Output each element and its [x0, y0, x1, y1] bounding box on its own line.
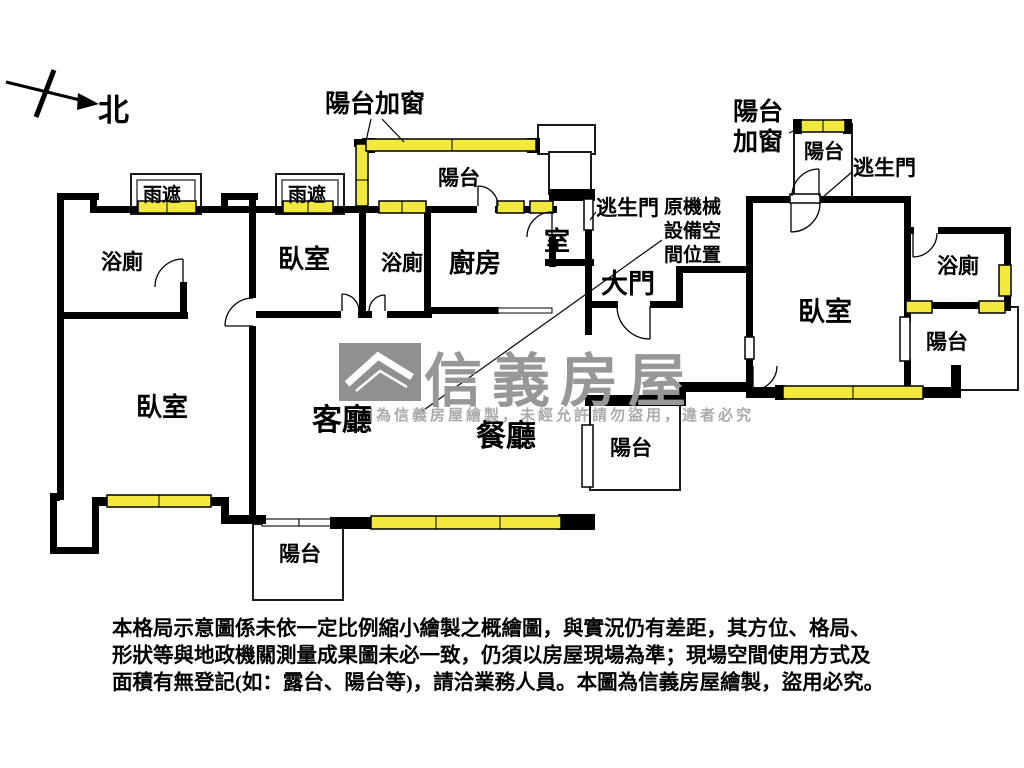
mech-space-label: 原機械 設備空 間位置	[664, 197, 722, 266]
disclaimer-line-3: 面積有無登記(如：露台、陽台等)，請洽業務人員。本圖為信義房屋繪製，盜用必究。	[112, 672, 885, 694]
balcony-top-label: 陽台	[438, 166, 480, 190]
watermark-brand-text: 信義房屋	[424, 349, 697, 414]
escape-door-center-label: 逃生門	[596, 196, 659, 220]
sinyi-logo-icon	[339, 343, 421, 401]
bed-left-label: 臥室	[136, 393, 189, 422]
bed-right-label: 臥室	[798, 297, 852, 327]
rain-shelter-2-label: 雨遮	[288, 185, 327, 206]
balcony-dining-label: 陽台	[610, 436, 652, 460]
doors-group	[497, 193, 911, 488]
north-compass-icon	[5, 69, 99, 118]
bath-right-label: 浴廁	[937, 254, 979, 278]
north-label: 北	[98, 93, 129, 128]
windows-group	[106, 119, 1012, 530]
rain-shelter-1-label: 雨遮	[143, 185, 182, 206]
watermark-notice-text: 圖為信義房屋繪製，未經允許請勿盜用，違者必究	[358, 408, 755, 424]
balcony-bottom-label: 陽台	[279, 542, 321, 566]
bed-center-left-label: 臥室	[278, 245, 331, 274]
escape-door-topright-label: 逃生門	[853, 156, 916, 180]
leader-lines-group	[365, 118, 853, 413]
balcony-topright-label: 陽台	[804, 141, 844, 163]
disclaimer-block: 本格局示意圖係未依一定比例縮小繪製之概繪圖，與實況仍有差距，其方位、格局、 形狀…	[112, 616, 924, 697]
balcony-right-label: 陽台	[926, 330, 968, 354]
small-room-label: 室	[544, 227, 571, 256]
door-arcs-group	[154, 168, 938, 391]
disclaimer-line-1: 本格局示意圖係未依一定比例縮小繪製之概繪圖，與實況仍有差距，其方位、格局、	[112, 618, 871, 640]
main-gate-label: 大門	[601, 269, 655, 299]
disclaimer-line-2: 形狀等與地政機關測量成果圖未必一致，仍須以房屋現場為準；現場空間使用方式及	[112, 645, 871, 667]
bath-center-label: 浴廁	[381, 251, 423, 275]
balcony-window-topright-label: 陽台 加窗	[733, 99, 784, 156]
bath-left-label: 浴廁	[101, 250, 143, 274]
kitchen-label: 廚房	[449, 249, 502, 278]
dining-room-label: 餐廳	[476, 420, 536, 453]
balcony-window-top-label: 陽台加窗	[325, 91, 426, 118]
living-room-label: 客廳	[312, 404, 372, 437]
